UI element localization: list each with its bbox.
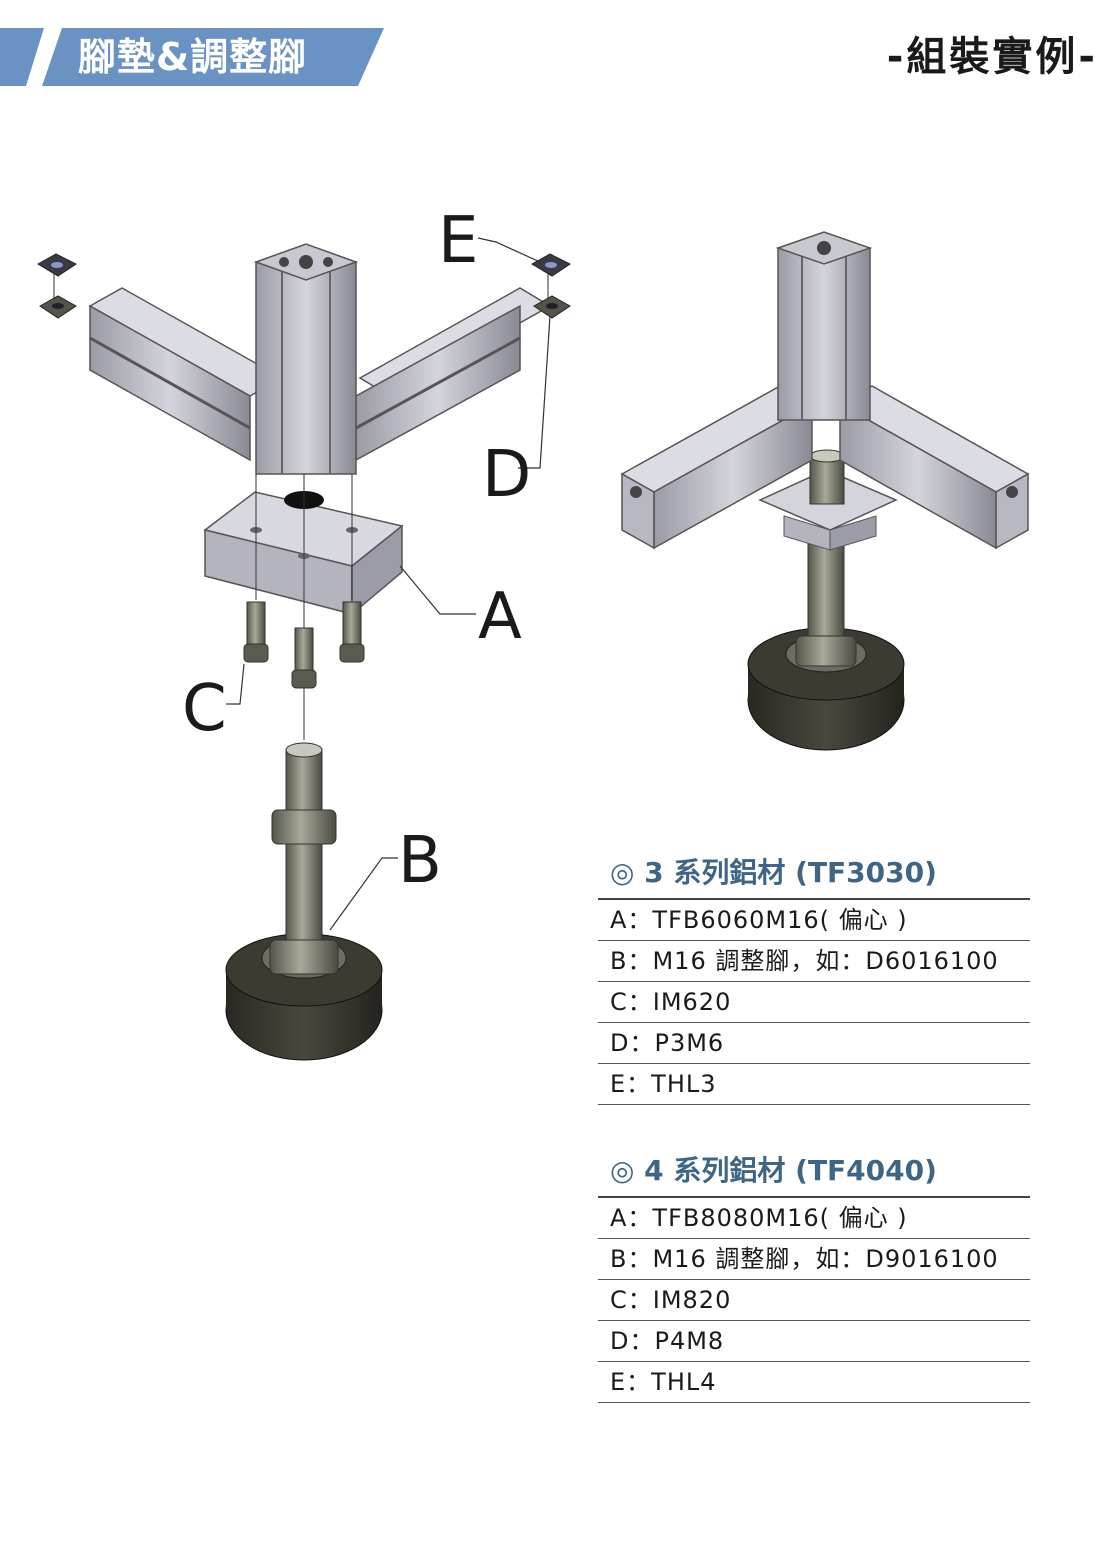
spec-row: D：P3M6 [598, 1023, 1030, 1064]
socket-screw-icon [243, 601, 365, 689]
spec-title: ◎ 3 系列鋁材 (TF3030) [598, 848, 1030, 900]
label-c: C [182, 672, 227, 746]
label-a: A [478, 580, 522, 654]
spec-row: C：IM820 [598, 1280, 1030, 1321]
label-e: E [438, 204, 478, 278]
spec-row: A：TFB8080M16( 偏心 ) [598, 1198, 1030, 1239]
spec-group-3-series: ◎ 3 系列鋁材 (TF3030) A：TFB6060M16( 偏心 ) B：M… [598, 848, 1030, 1105]
page-title: 腳墊&調整腳 [78, 35, 308, 79]
spec-row: E：THL4 [598, 1362, 1030, 1403]
spec-row: B：M16 調整腳，如：D6016100 [598, 941, 1030, 982]
spec-row: D：P4M8 [598, 1321, 1030, 1362]
spec-row: A：TFB6060M16( 偏心 ) [598, 900, 1030, 941]
spec-title: ◎ 4 系列鋁材 (TF4040) [598, 1146, 1030, 1198]
assembly-diagram: E D A C B [37, 204, 1030, 1061]
t-nut-icon [37, 253, 571, 319]
header-banner [0, 28, 384, 86]
spec-row: C：IM620 [598, 982, 1030, 1023]
label-d: D [482, 438, 531, 512]
label-b: B [398, 824, 442, 898]
spec-row: B：M16 調整腳，如：D9016100 [598, 1239, 1030, 1280]
spec-group-4-series: ◎ 4 系列鋁材 (TF4040) A：TFB8080M16( 偏心 ) B：M… [598, 1146, 1030, 1403]
exploded-profile-assembly [88, 243, 552, 475]
section-title: -組裝實例- [886, 34, 1098, 80]
assembled-profile-assembly [620, 231, 1030, 751]
leveling-foot-icon [225, 742, 383, 1061]
spec-row: E：THL3 [598, 1064, 1030, 1105]
